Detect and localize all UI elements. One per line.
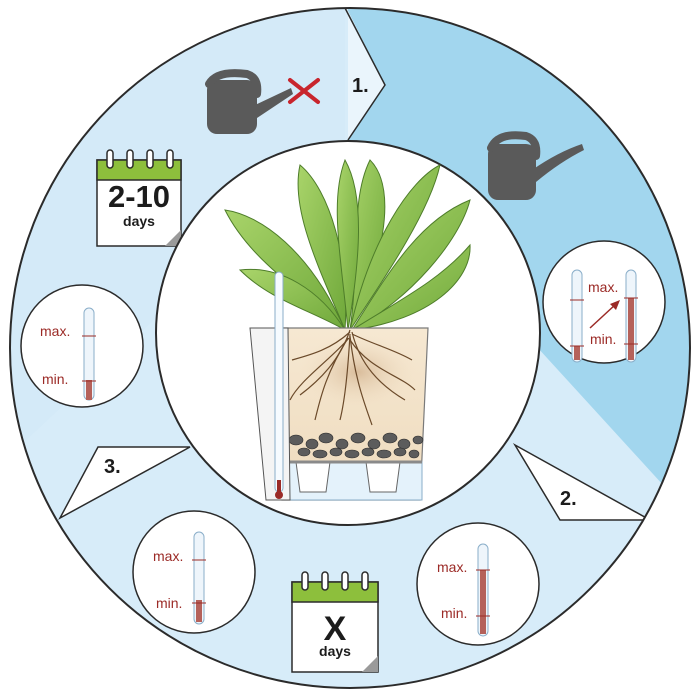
arrow-step-3: [58, 446, 191, 520]
water-level-gauge-icon: [132, 510, 256, 634]
clay-pebbles: [288, 432, 424, 459]
gauge-bottom-right-min-label: min.: [441, 605, 467, 621]
watering-can-icon: [205, 69, 293, 134]
water-level-gauge-icon: [20, 284, 144, 408]
gauge-bottom-right-max-label: max.: [437, 559, 467, 575]
plant-leaves: [224, 158, 471, 332]
reservoir-baskets: [295, 461, 401, 493]
water-level-gauge-icon: [416, 522, 540, 646]
step-label-3: 3.: [104, 456, 121, 478]
calendar-icon: [96, 149, 182, 247]
calendar-bottom-value: X: [324, 610, 347, 648]
arrow-step-2: [512, 442, 653, 521]
gauge-left-min-label: min.: [42, 371, 68, 387]
watering-can-icon: [487, 131, 584, 200]
water-level-gauge-icon: [542, 240, 666, 364]
step-label-1: 1.: [352, 75, 369, 97]
plant-pot-illustration: [155, 140, 541, 526]
gauge-bottom-left-min-label: min.: [156, 595, 182, 611]
calendar-bottom-unit: days: [319, 643, 351, 659]
cross-icon: [288, 78, 320, 104]
calendar-icon: [291, 571, 379, 673]
calendar-top-unit: days: [123, 213, 155, 229]
gauge-right-max-label: max.: [588, 279, 618, 295]
water-indicator-tube: [249, 271, 291, 501]
gauge-left-max-label: max.: [40, 323, 70, 339]
calendar-top-value: 2-10: [108, 179, 170, 214]
gauge-right-min-label: min.: [590, 331, 616, 347]
gauge-bottom-left-max-label: max.: [153, 548, 183, 564]
plant-roots: [289, 329, 416, 426]
step-label-2: 2.: [560, 488, 577, 510]
